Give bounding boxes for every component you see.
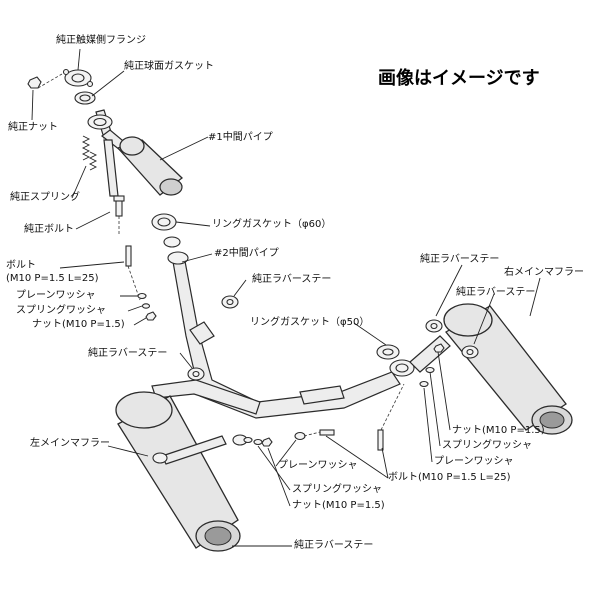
label-mid-pipe-2: #2中間パイプ	[214, 248, 279, 259]
label-spring-washer-left: スプリングワッシャ	[16, 305, 106, 316]
mid-pipe-2-part	[167, 251, 401, 419]
label-bolt-left: ボルト	[6, 260, 36, 271]
label-oem-nut: 純正ナット	[8, 122, 58, 133]
image-note: 画像はイメージです	[378, 68, 540, 89]
label-ring-gasket-50: リングガスケット（φ50）	[250, 317, 370, 328]
ring-gasket-60-part	[151, 213, 181, 248]
label-nut-left: ナット(M10 P=1.5)	[32, 319, 125, 330]
center-fastener-stack	[243, 429, 335, 447]
ring-gasket-50-part	[376, 344, 415, 377]
mid-pipe-1-part	[101, 129, 183, 197]
left-fastener-stack	[125, 245, 157, 321]
label-oem-bolt: 純正ボルト	[24, 224, 74, 235]
label-oem-spring: 純正スプリング	[10, 192, 80, 203]
label-oem-rubber-stay-bottom: 純正ラバーステー	[294, 540, 374, 551]
label-oem-spherical-gasket: 純正球面ガスケット	[124, 61, 214, 72]
mid-left-rubber-stay-part	[187, 367, 205, 381]
oem-bolt-part	[113, 195, 125, 234]
left-main-muffler-part	[115, 379, 261, 552]
label-oem-catalyst-flange: 純正触媒側フランジ	[56, 35, 146, 46]
right-fastener-stack	[377, 343, 445, 451]
label-plain-washer-left: プレーンワッシャ	[16, 290, 96, 301]
label-nut-right: ナット(M10 P=1.5)	[452, 425, 545, 436]
upper-rubber-stay-part	[221, 295, 239, 309]
label-spring-washer-right: スプリングワッシャ	[442, 440, 532, 451]
right-main-muffler-part	[409, 303, 573, 435]
leader-lines	[31, 48, 541, 547]
label-left-main-muffler: 左メインマフラー	[30, 438, 110, 449]
spherical-gasket-part	[74, 91, 96, 105]
label-bolt-right: ボルト(M10 P=1.5 L=25)	[388, 472, 511, 483]
label-oem-rubber-stay-mid-left: 純正ラバーステー	[88, 348, 168, 359]
label-plain-washer-center: プレーンワッシャ	[278, 460, 358, 471]
label-nut-center: ナット(M10 P=1.5)	[292, 500, 385, 511]
label-mid-pipe-1: #1中間パイプ	[208, 132, 273, 143]
label-right-main-muffler: 右メインマフラー	[504, 267, 584, 278]
label-plain-washer-right: プレーンワッシャ	[434, 456, 514, 467]
oem-nut-part	[27, 73, 63, 89]
label-oem-rubber-stay-upper: 純正ラバーステー	[252, 274, 332, 285]
label-oem-rubber-stay-right-top: 純正ラバーステー	[420, 254, 500, 265]
label-oem-rubber-stay-right: 純正ラバーステー	[456, 287, 536, 298]
label-ring-gasket-60: リングガスケット（φ60）	[212, 219, 332, 230]
catalyst-flange-part	[62, 68, 94, 88]
label-spring-washer-center: スプリングワッシャ	[292, 484, 382, 495]
label-bolt-left-spec: (M10 P=1.5 L=25)	[6, 273, 99, 284]
oem-spring-part	[81, 135, 98, 171]
